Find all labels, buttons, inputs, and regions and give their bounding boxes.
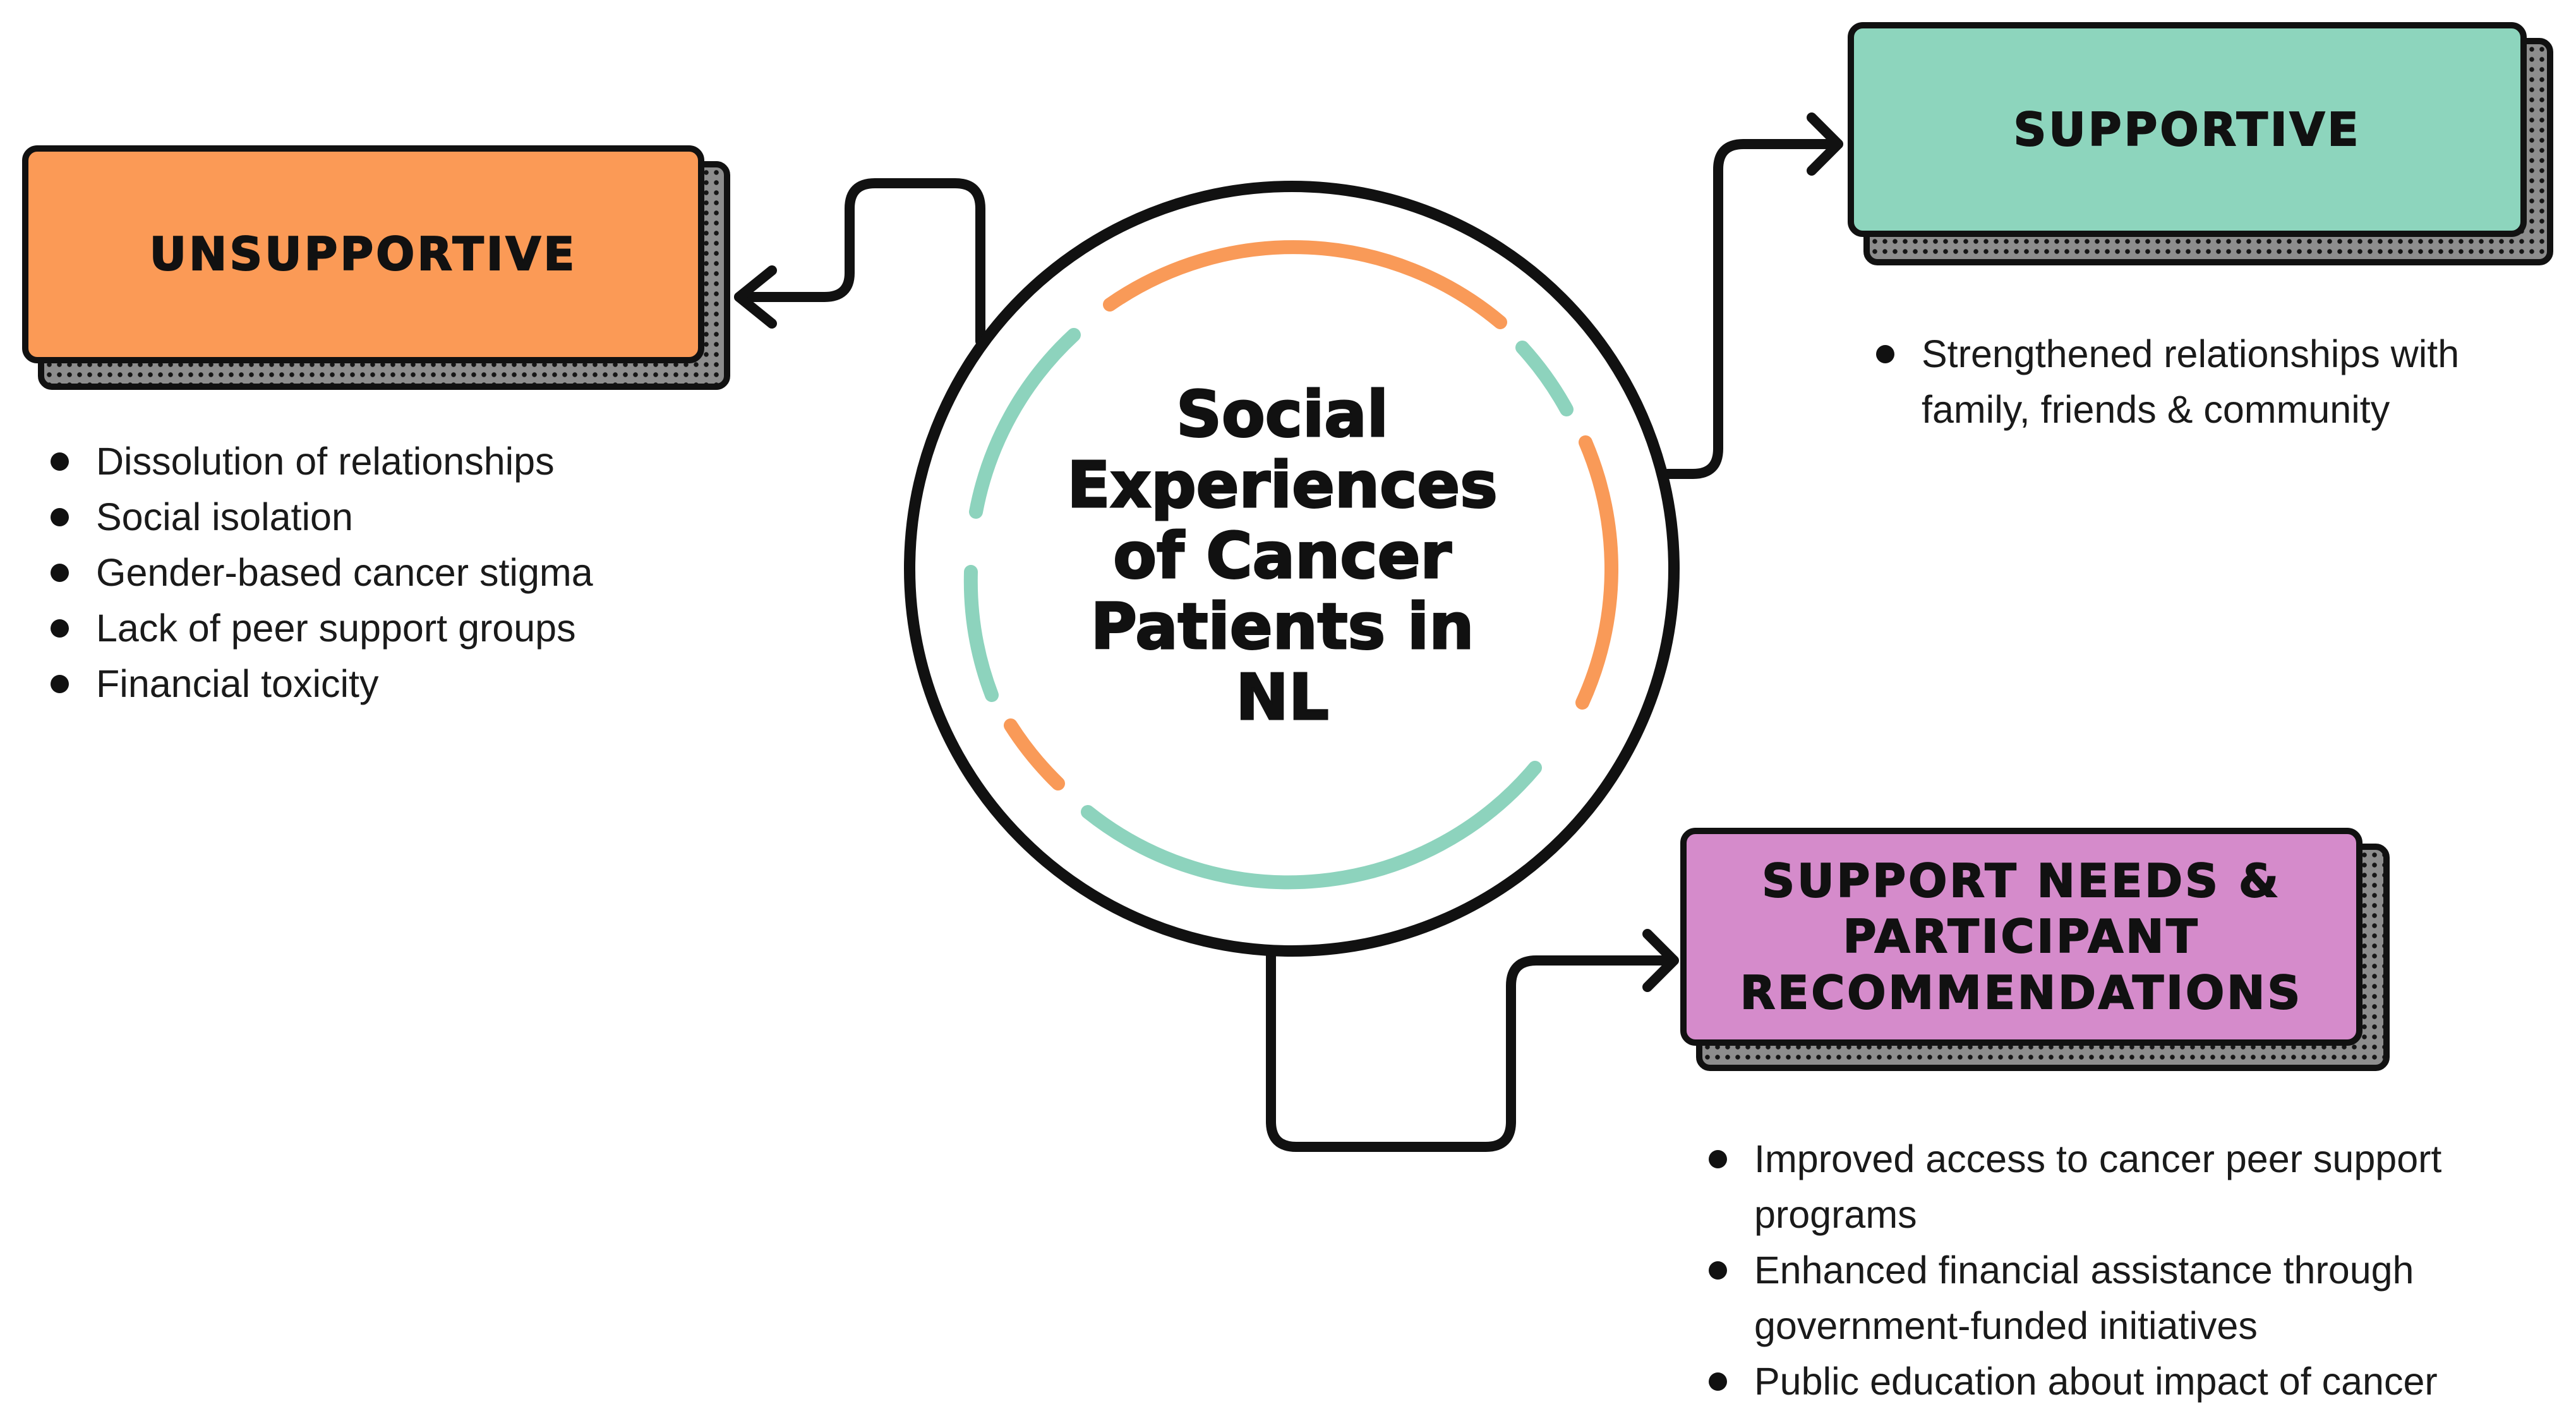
list-item: Lack of peer support groups bbox=[51, 600, 714, 656]
ring-arc-teal bbox=[969, 328, 1081, 519]
list-item: Financial toxicity bbox=[51, 656, 714, 712]
ring-arc-teal bbox=[1081, 761, 1542, 890]
decorative-ring bbox=[963, 240, 1618, 890]
ring-arc-orange bbox=[1004, 718, 1065, 790]
category-title: UNSUPPORTIVE bbox=[149, 227, 577, 281]
list-item: Dissolution of relationships bbox=[51, 433, 714, 489]
list-item: Social isolation bbox=[51, 489, 714, 545]
category-title: SUPPORT NEEDS & PARTICIPANT RECOMMENDATI… bbox=[1740, 854, 2303, 1020]
list-item: Public education about impact of cancer bbox=[1709, 1353, 2524, 1409]
ring-arc-teal bbox=[963, 565, 999, 702]
arrow-head-icon bbox=[1807, 112, 1843, 176]
list-item: Gender-based cancer stigma bbox=[51, 545, 714, 600]
arrow-head-icon bbox=[734, 265, 777, 329]
supportive-list: Strengthened relationships with family, … bbox=[1876, 326, 2552, 437]
ring-arc-orange bbox=[1575, 435, 1618, 710]
box-face: UNSUPPORTIVE bbox=[22, 145, 704, 363]
ring-arc-teal bbox=[1515, 341, 1574, 416]
arrow-head-icon bbox=[1642, 929, 1679, 992]
category-box-unsupportive: UNSUPPORTIVE bbox=[19, 142, 733, 395]
connector-support-needs bbox=[1266, 943, 1678, 1152]
list-item: Improved access to cancer peer support p… bbox=[1709, 1131, 2524, 1242]
list-item: Enhanced financial assistance through go… bbox=[1709, 1242, 2524, 1353]
ring-arc-orange bbox=[1103, 240, 1507, 329]
box-face: SUPPORTIVE bbox=[1848, 22, 2527, 237]
support-needs-list: Improved access to cancer peer support p… bbox=[1709, 1131, 2524, 1409]
unsupportive-list: Dissolution of relationships Social isol… bbox=[51, 433, 714, 712]
connector-unsupportive bbox=[734, 178, 985, 346]
category-title: SUPPORTIVE bbox=[2013, 102, 2361, 157]
category-box-supportive: SUPPORTIVE bbox=[1845, 19, 2558, 272]
center-circle bbox=[904, 181, 1680, 957]
box-face: SUPPORT NEEDS & PARTICIPANT RECOMMENDATI… bbox=[1680, 828, 2362, 1046]
list-item: Strengthened relationships with family, … bbox=[1876, 326, 2552, 437]
category-box-support-needs: SUPPORT NEEDS & PARTICIPANT RECOMMENDATI… bbox=[1677, 825, 2397, 1077]
connector-supportive bbox=[1663, 139, 1843, 479]
center-title: Social Experiences of Cancer Patients in… bbox=[1066, 377, 1498, 734]
